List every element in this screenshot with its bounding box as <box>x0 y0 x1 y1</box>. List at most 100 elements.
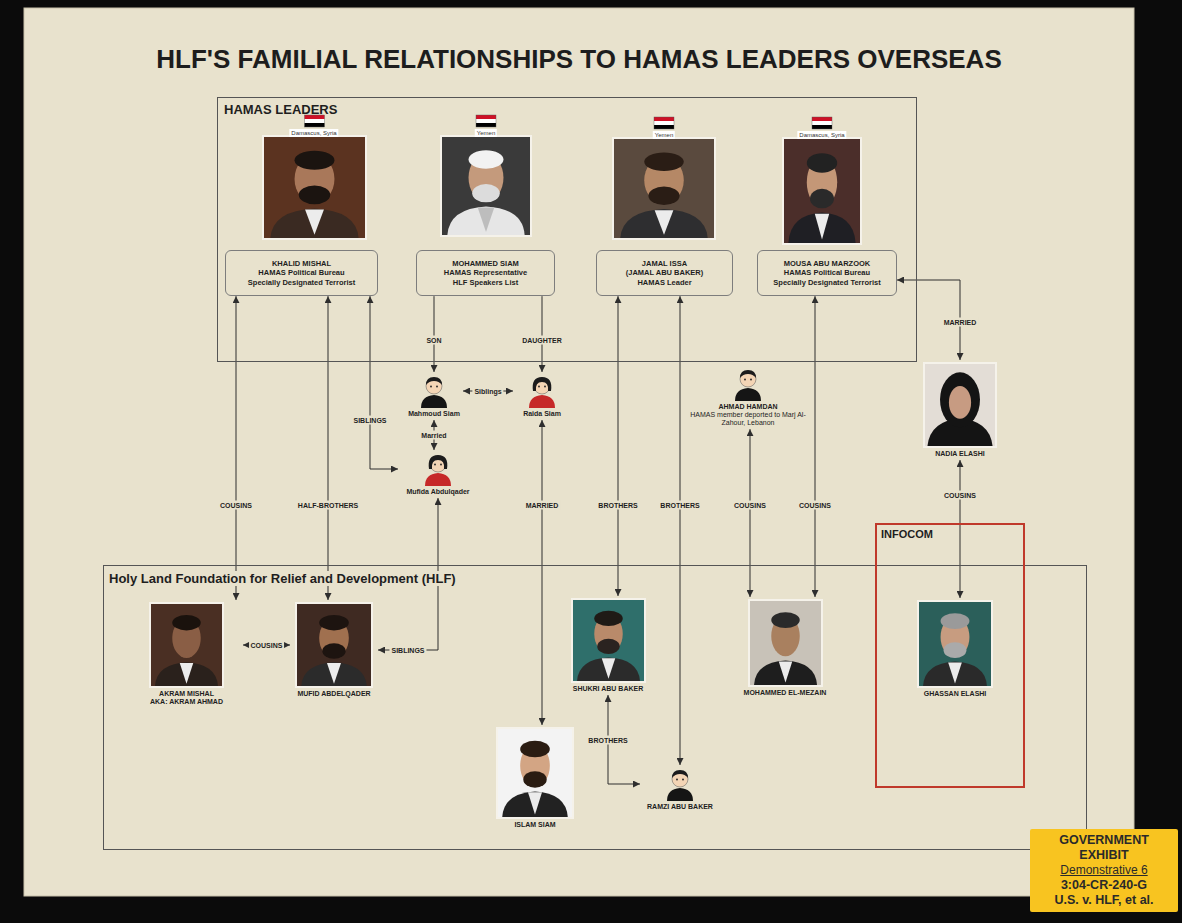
leader-photo <box>783 138 861 244</box>
title-wrap: Holy Land Foundation for Relief and Deve… <box>104 566 486 587</box>
photo-shirt <box>778 661 792 682</box>
relationship-label: Married <box>419 431 448 440</box>
photo-shirt <box>601 658 615 678</box>
node-text: Specially Designated Terrorist <box>763 278 891 287</box>
relationship-connector <box>960 460 961 598</box>
relationship-label: Siblings <box>472 387 503 396</box>
photo-shirt <box>305 210 324 235</box>
icon-hair <box>426 377 442 385</box>
node-heading: MUFID ABDELQADER <box>292 690 376 698</box>
icon-body <box>529 395 555 408</box>
photo-body <box>620 209 707 238</box>
photo-beard <box>472 184 500 202</box>
photo-hair <box>319 615 349 630</box>
node-text: Demonstrative 6 <box>1036 863 1172 878</box>
photo-ground <box>783 138 861 244</box>
flag-stripe <box>812 121 832 125</box>
location-tag: Yemen <box>653 131 675 139</box>
person-icon <box>526 374 558 408</box>
photo-shirt <box>478 207 495 231</box>
photo-body <box>754 661 817 685</box>
node-heading: Holy Land Foundation for Relief and Deve… <box>109 571 456 586</box>
relationship-label: MARRIED <box>524 501 561 510</box>
person-node: Mufida Abdulqader <box>398 450 478 498</box>
icon-body <box>425 473 451 486</box>
flag-stripe <box>654 121 674 125</box>
flag-stripe <box>476 123 496 127</box>
flag-stripe <box>654 125 674 129</box>
icon-body <box>735 388 761 401</box>
node-heading: MOUSA ABU MARZOOK <box>763 259 891 268</box>
flag-icon <box>476 115 496 127</box>
leader-photo <box>613 138 715 239</box>
relationship-label: BROTHERS <box>658 501 701 510</box>
icon-eye <box>744 379 746 381</box>
photo-ground <box>924 363 996 447</box>
relationship-label: HALF-BROTHERS <box>296 501 360 510</box>
node-text: U.S. v. HLF, et al. <box>1036 893 1172 908</box>
icon-hair <box>672 770 688 778</box>
person-node: AHMAD HAMDANHAMAS member deported to Mar… <box>688 365 808 429</box>
photo-hair <box>469 150 504 168</box>
photo-ground <box>296 603 372 687</box>
person-photo <box>149 602 224 688</box>
relationship-connector <box>815 296 816 597</box>
person-photo <box>917 600 993 688</box>
icon-body <box>667 788 693 801</box>
node-heading: Mufida Abdulqader <box>400 488 476 496</box>
flag-stripe <box>476 115 496 119</box>
relationship-label: COUSINS <box>249 641 285 650</box>
person-node: MUFID ABDELQADER <box>290 600 378 700</box>
node-heading: HAMAS LEADERS <box>218 98 916 121</box>
icon-eye <box>676 779 678 781</box>
group-box: INFOCOMGHASSAN ELASHI <box>875 523 1025 788</box>
node-heading: AKRAM MISHAL <box>132 690 241 698</box>
photo-shirt <box>655 210 674 235</box>
node-heading: JAMAL ISSA <box>602 259 727 268</box>
icon-eye <box>538 386 540 388</box>
photo-body <box>301 662 367 686</box>
person-icon <box>418 374 450 408</box>
photo-ground <box>749 600 822 686</box>
person-photo <box>571 598 646 683</box>
relationship-connector <box>434 296 435 372</box>
photo-shirt <box>948 662 962 683</box>
relationship-connector <box>618 296 619 596</box>
photo-beard <box>322 643 345 658</box>
photo-shirt <box>327 663 341 684</box>
photo-body <box>447 206 524 235</box>
relationship-label: COUSINS <box>942 491 978 500</box>
icon-eye <box>440 464 442 466</box>
leader-photo <box>441 136 531 236</box>
flag-icon <box>654 117 674 129</box>
icon-eye <box>436 386 438 388</box>
leader-box: KHALID MISHALHAMAS Political BureauSpeci… <box>225 250 378 296</box>
icon-eye <box>750 379 752 381</box>
person-node: Raida Siam <box>513 372 571 420</box>
icon-eye <box>434 464 436 466</box>
flag-stripe <box>476 119 496 123</box>
photo-ground <box>441 136 531 236</box>
photo-ground <box>150 603 223 687</box>
node-heading: MOHAMMED EL-MEZAIN <box>722 689 848 697</box>
person-node: AKRAM MISHALAKA: AKRAM AHMAD <box>130 600 243 708</box>
location-tag: Damascus, Syria <box>289 129 338 137</box>
flag-frame <box>476 115 496 127</box>
photo-hair <box>520 741 550 758</box>
icon-eye <box>544 386 546 388</box>
node-text: HAMAS Political Bureau <box>231 268 372 277</box>
node-heading: SHUKRI ABU BAKER <box>562 685 654 693</box>
photo-body <box>788 213 855 243</box>
node-text: AKA: AKRAM AHMAD <box>132 698 241 706</box>
relationship-label: COUSINS <box>797 501 833 510</box>
leader-box: MOHAMMED SIAMHAMAS RepresentativeHLF Spe… <box>416 250 555 296</box>
relationship-connector <box>370 296 398 469</box>
person-icon <box>664 767 696 801</box>
photo-shirt <box>528 792 542 814</box>
icon-hair <box>429 455 448 469</box>
